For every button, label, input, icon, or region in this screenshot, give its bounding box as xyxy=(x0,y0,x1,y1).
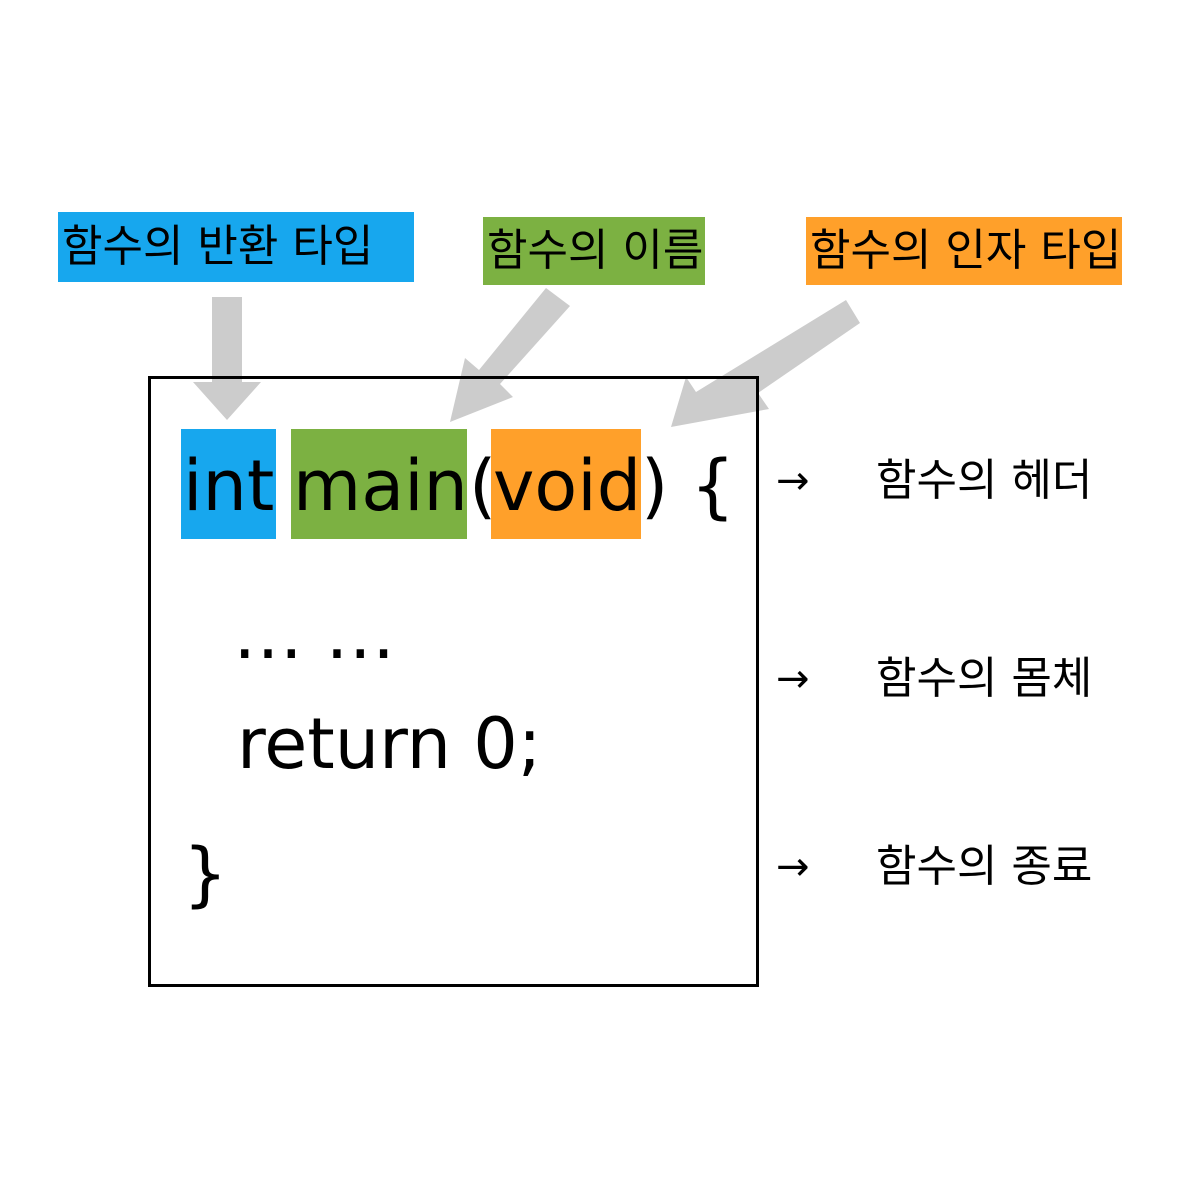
right-arrow-icon: → xyxy=(776,458,810,504)
code-int: int xyxy=(183,445,275,527)
body-annotation-label: 함수의 몸체 xyxy=(876,653,1093,704)
header-annotation: → 함수의 헤더 xyxy=(776,456,1176,506)
header-annotation-label: 함수의 헤더 xyxy=(876,455,1093,506)
code-paren-open: ( xyxy=(469,445,497,527)
param-type-pointer-arrow xyxy=(671,300,860,427)
body-annotation: → 함수의 몸체 xyxy=(776,654,1176,704)
code-box: int main ( void ) { … … return 0; } xyxy=(148,376,759,987)
return-type-label: 함수의 반환 타입 xyxy=(58,212,414,282)
int-highlight xyxy=(181,429,276,539)
param-type-label: 함수의 인자 타입 xyxy=(806,217,1122,285)
main-highlight xyxy=(291,429,467,539)
right-arrow-icon: → xyxy=(776,844,810,890)
void-highlight xyxy=(491,429,641,539)
code-close-brace: } xyxy=(183,833,228,915)
code-main: main xyxy=(293,445,468,527)
function-name-pointer-arrow xyxy=(450,288,570,422)
code-ellipsis: … … xyxy=(233,593,396,675)
return-type-pointer-arrow xyxy=(193,297,261,420)
code-void: void xyxy=(493,445,642,527)
code-paren-close-brace: ) { xyxy=(641,445,736,527)
right-arrow-icon: → xyxy=(776,656,810,702)
function-name-label: 함수의 이름 xyxy=(483,217,705,285)
end-annotation: → 함수의 종료 xyxy=(776,842,1176,892)
end-annotation-label: 함수의 종료 xyxy=(876,841,1093,892)
code-return: return 0; xyxy=(237,703,542,785)
